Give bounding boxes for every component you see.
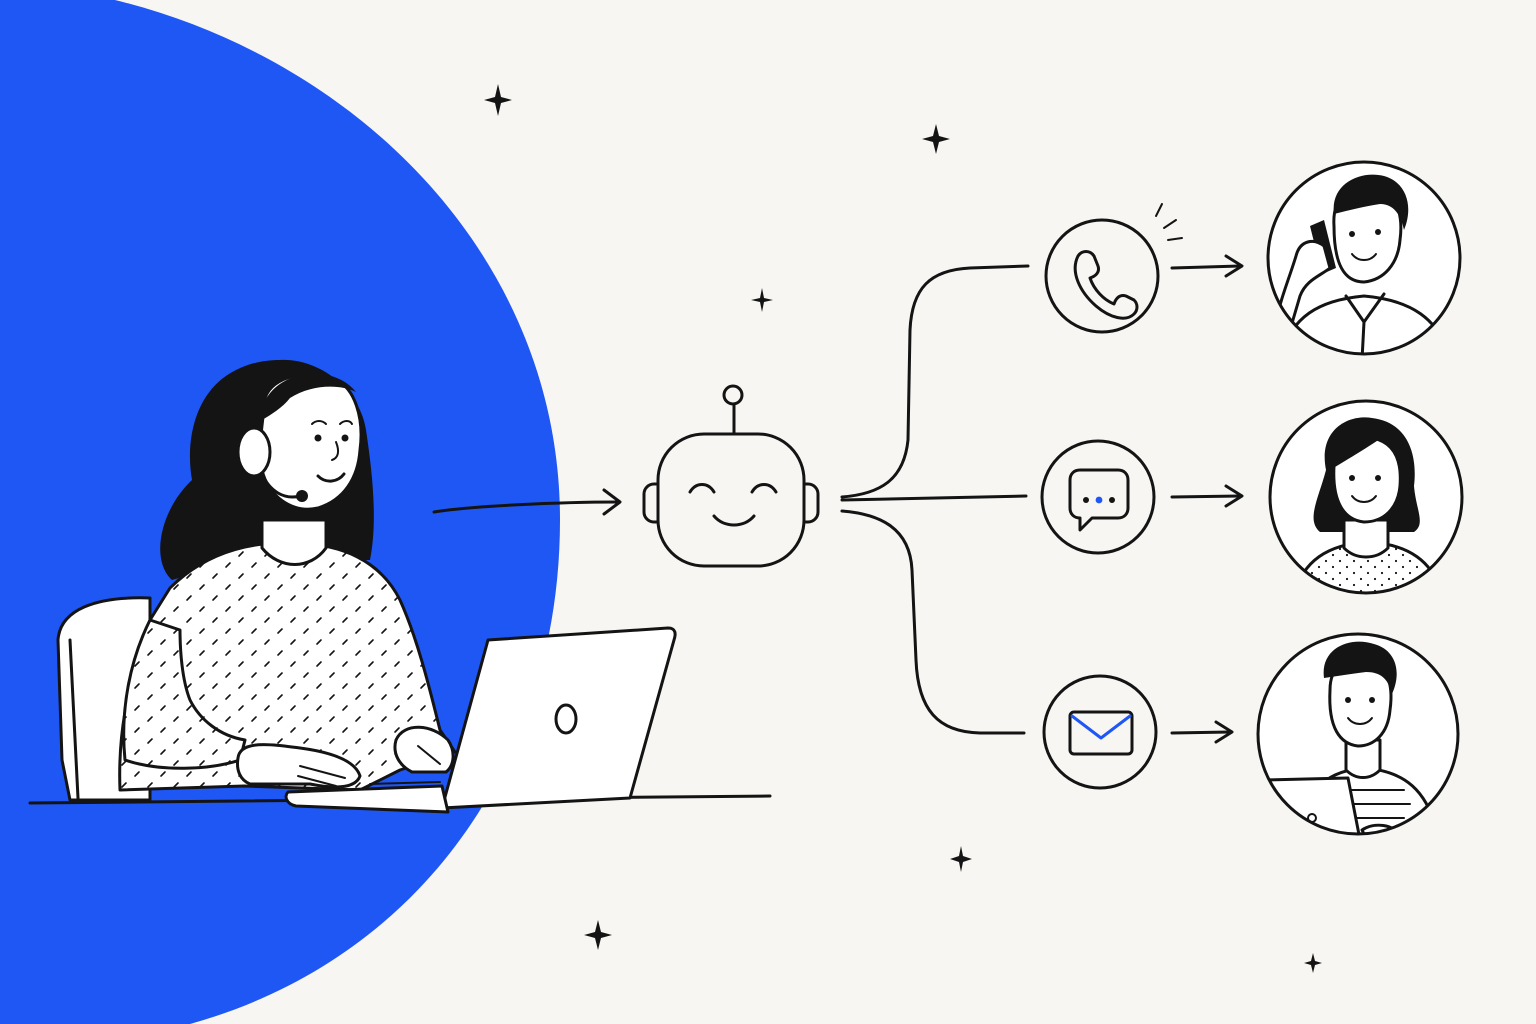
agent-to-bot-arrow: [432, 488, 622, 516]
channel-phone: [1044, 203, 1244, 334]
sparkle-icon: [584, 920, 612, 950]
envelope-icon: [1068, 710, 1134, 756]
recipient-man-with-laptop: [1256, 632, 1460, 836]
sparkle-icon: [1304, 953, 1322, 973]
chat-bubble-icon: [1068, 468, 1130, 532]
laptop-base: [284, 784, 450, 814]
sparkles: [484, 84, 1322, 973]
recipient-man-on-phone: [1266, 160, 1462, 356]
phone-icon: [1073, 250, 1139, 320]
recipient-woman: [1268, 399, 1464, 595]
routing-branches: [840, 264, 1030, 735]
sparkle-icon: [751, 288, 773, 312]
channel-email: [1042, 674, 1234, 790]
headset-earpiece: [236, 426, 272, 478]
laptop-logo: [554, 703, 578, 735]
laptop: [284, 626, 677, 814]
sparkle-icon: [922, 124, 950, 154]
robot-face-icon: [642, 384, 820, 568]
channel-chat: [1040, 439, 1244, 555]
headset-band: [252, 364, 304, 432]
sparkle-icon: [950, 846, 972, 872]
laptop-screen-back: [440, 626, 677, 810]
sparkle-icon: [484, 84, 512, 116]
support-agent-woman: [118, 359, 457, 792]
